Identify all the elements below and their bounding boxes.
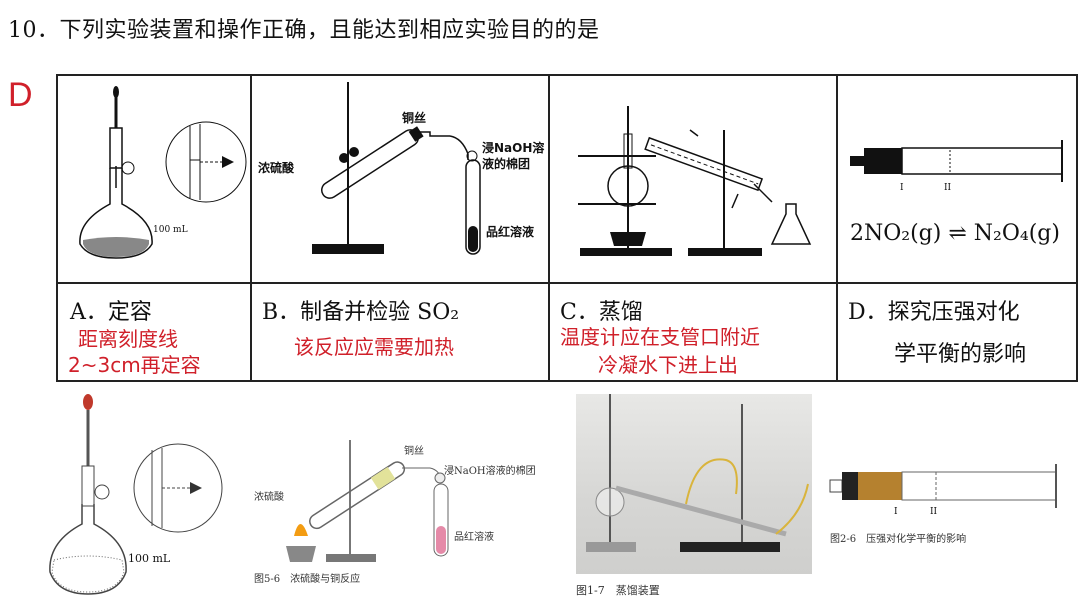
tb-syringe-mark-1: I bbox=[894, 507, 898, 517]
tb-cotton-label: 浸NaOH溶液的棉团 bbox=[444, 464, 536, 477]
tb-fig2-caption: 图5-6 浓硫酸与铜反应 bbox=[254, 572, 360, 585]
option-b-label: B．制备并检验 SO₂ bbox=[262, 300, 460, 325]
textbook-magnifier bbox=[128, 438, 228, 538]
textbook-distillation-photo bbox=[576, 394, 812, 574]
option-c: C．蒸馏 温度计应在支管口附近 冷凝水下进上出 bbox=[548, 284, 836, 382]
question-title: 10．下列实验装置和操作正确，且能达到相应实验目的的是 bbox=[8, 18, 600, 43]
option-a-note-1: 距离刻度线 bbox=[78, 327, 178, 351]
cotton-label-2: 液的棉团 bbox=[482, 156, 530, 171]
figure-c-distillation bbox=[548, 76, 836, 282]
tb-acid-label: 浓硫酸 bbox=[254, 490, 284, 503]
sulfuric-acid-label: 浓硫酸 bbox=[258, 160, 295, 175]
textbook-figure-syringe: I II 图2-6 压强对化学平衡的影响 bbox=[826, 456, 1076, 556]
figure-b-so2-apparatus: 铜丝 浸NaOH溶 液的棉团 浓硫酸 品红溶液 bbox=[250, 76, 548, 282]
option-c-note-2: 冷凝水下进上出 bbox=[598, 353, 738, 377]
figure-d-syringe: I II 2NO₂(g) ⇌ N₂O₄(g) bbox=[836, 76, 1080, 282]
textbook-figure-flask: 100 mL bbox=[40, 392, 190, 602]
option-b: B．制备并检验 SO₂ 该反应应需要加热 bbox=[250, 284, 548, 382]
tb-copper-label: 铜丝 bbox=[404, 445, 424, 457]
syringe-mark-1: I bbox=[900, 183, 904, 193]
flask-volume-label: 100 mL bbox=[153, 225, 188, 235]
tb-fig4-caption: 图2-6 压强对化学平衡的影响 bbox=[830, 532, 966, 545]
option-c-label: C．蒸馏 bbox=[560, 300, 643, 325]
cotton-label-1: 浸NaOH溶 bbox=[482, 140, 544, 155]
tb-magenta-label: 品红溶液 bbox=[454, 530, 494, 543]
figure-a-volumetric-flask: 100 mL bbox=[58, 76, 250, 282]
option-d-label: D．探究压强对化 bbox=[848, 300, 1020, 325]
answer-mark: D bbox=[8, 76, 33, 114]
option-b-note: 该反应应需要加热 bbox=[294, 335, 454, 359]
textbook-figure-copper-acid: 铜丝 浸NaOH溶液的棉团 浓硫酸 品红溶液 图5-6 浓硫酸与铜反应 bbox=[254, 440, 554, 590]
option-d: D．探究压强对化 学平衡的影响 bbox=[836, 284, 1080, 382]
option-d-label-2: 学平衡的影响 bbox=[894, 342, 1027, 367]
options-table: 100 mL 铜丝 浸NaOH溶 液的棉团 bbox=[56, 74, 1078, 382]
textbook-flask-volume: 100 mL bbox=[128, 552, 171, 565]
equilibrium-equation: 2NO₂(g) ⇌ N₂O₄(g) bbox=[850, 221, 1060, 246]
copper-wire-label: 铜丝 bbox=[402, 110, 426, 125]
option-a-note-2: 2~3cm再定容 bbox=[68, 353, 201, 377]
tb-syringe-mark-2: II bbox=[930, 507, 938, 517]
syringe-mark-2: II bbox=[944, 183, 952, 193]
option-a-label: A．定容 bbox=[70, 300, 152, 325]
magenta-solution-label: 品红溶液 bbox=[486, 224, 534, 239]
tb-fig3-caption: 图1-7 蒸馏装置 bbox=[576, 584, 660, 597]
option-c-note-1: 温度计应在支管口附近 bbox=[560, 325, 760, 349]
option-a: A．定容 距离刻度线 2~3cm再定容 bbox=[58, 284, 250, 382]
